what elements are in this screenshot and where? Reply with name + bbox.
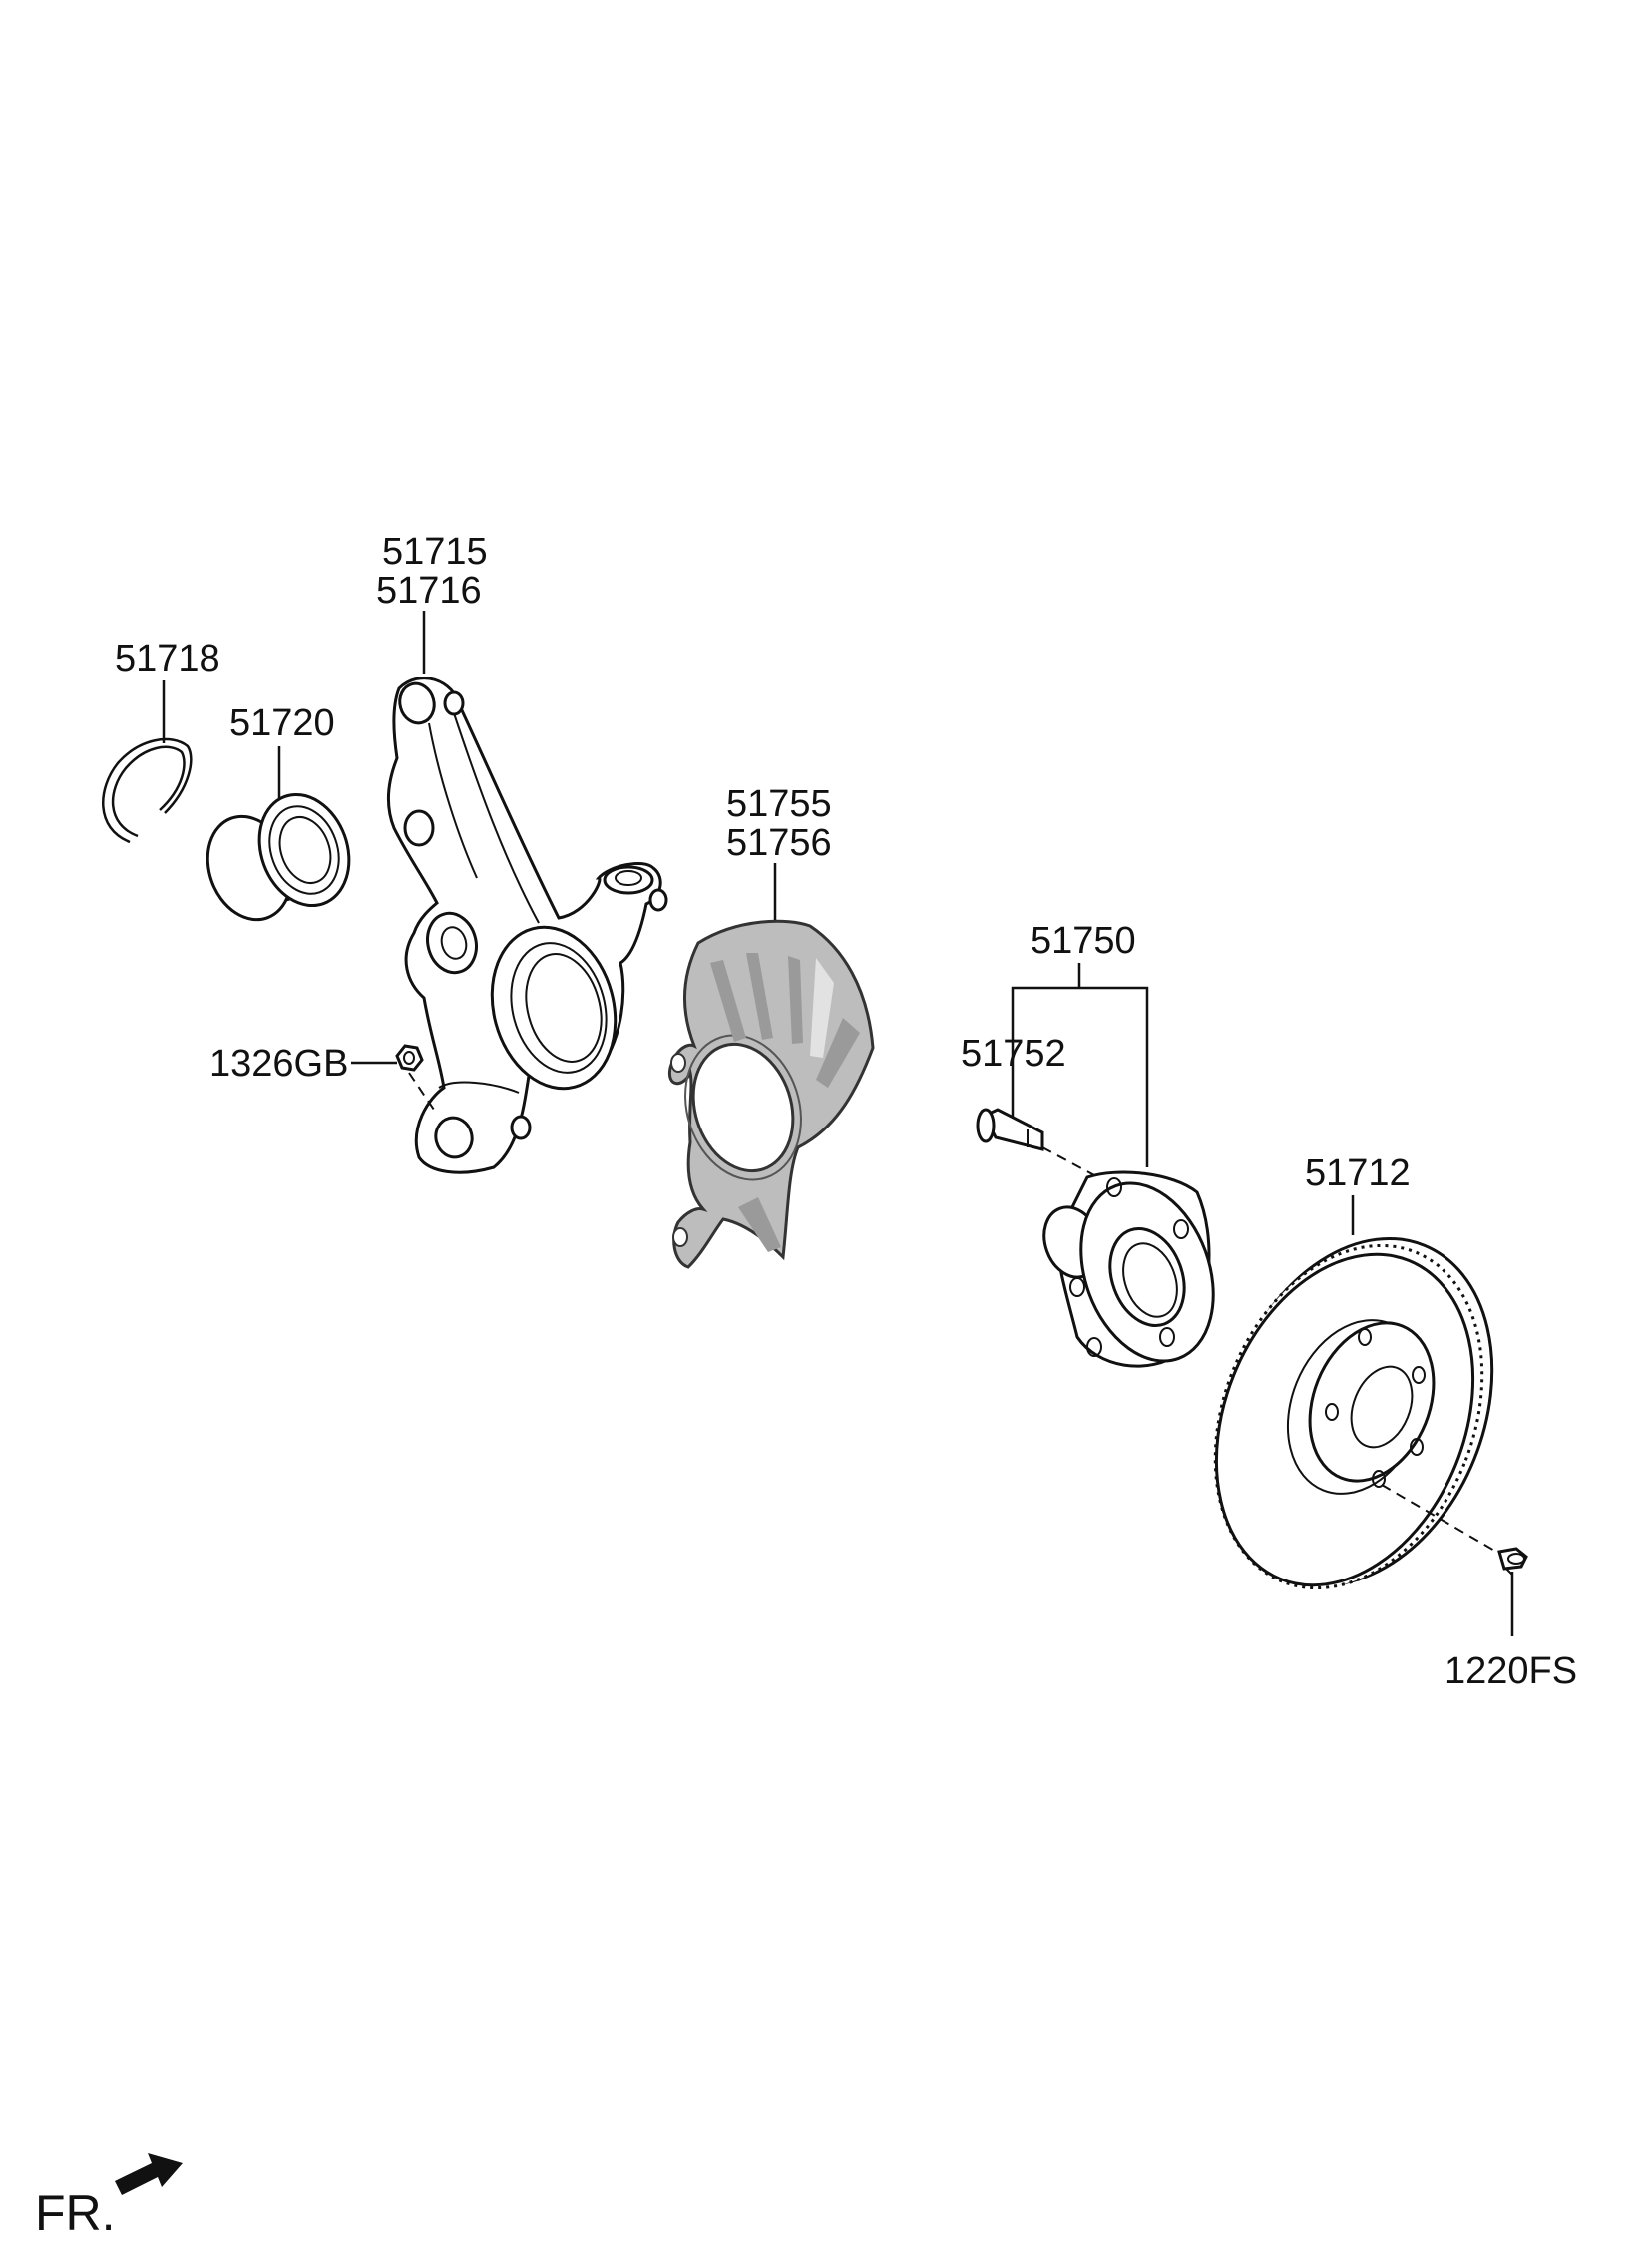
knuckle-part [387,676,668,1174]
label-51716: 51716 [376,570,482,612]
leader-lines [162,611,1514,1636]
label-1220fs: 1220FS [1445,1650,1577,1692]
label-51756: 51756 [726,822,832,864]
label-1326gb: 1326GB [209,1043,348,1085]
label-51750: 51750 [1031,920,1136,962]
hub-assembly-part [1042,1170,1215,1368]
wheel-bearing-part [206,792,351,922]
dust-cover-part [667,919,875,1269]
brake-disc-part [1213,1236,1497,1590]
nut-part [395,1044,437,1114]
direction-label: FR. [35,2185,116,2241]
label-51718: 51718 [115,638,220,679]
direction-marker: FR. [35,2153,183,2241]
label-51755: 51755 [726,783,832,825]
label-51715: 51715 [382,531,488,573]
label-51720: 51720 [229,702,335,744]
disc-screw-part [1497,1547,1528,1576]
arrow-icon [115,2153,183,2195]
snap-ring-part [101,737,193,844]
hub-bolt-part [976,1108,1108,1183]
label-51712: 51712 [1305,1152,1411,1194]
